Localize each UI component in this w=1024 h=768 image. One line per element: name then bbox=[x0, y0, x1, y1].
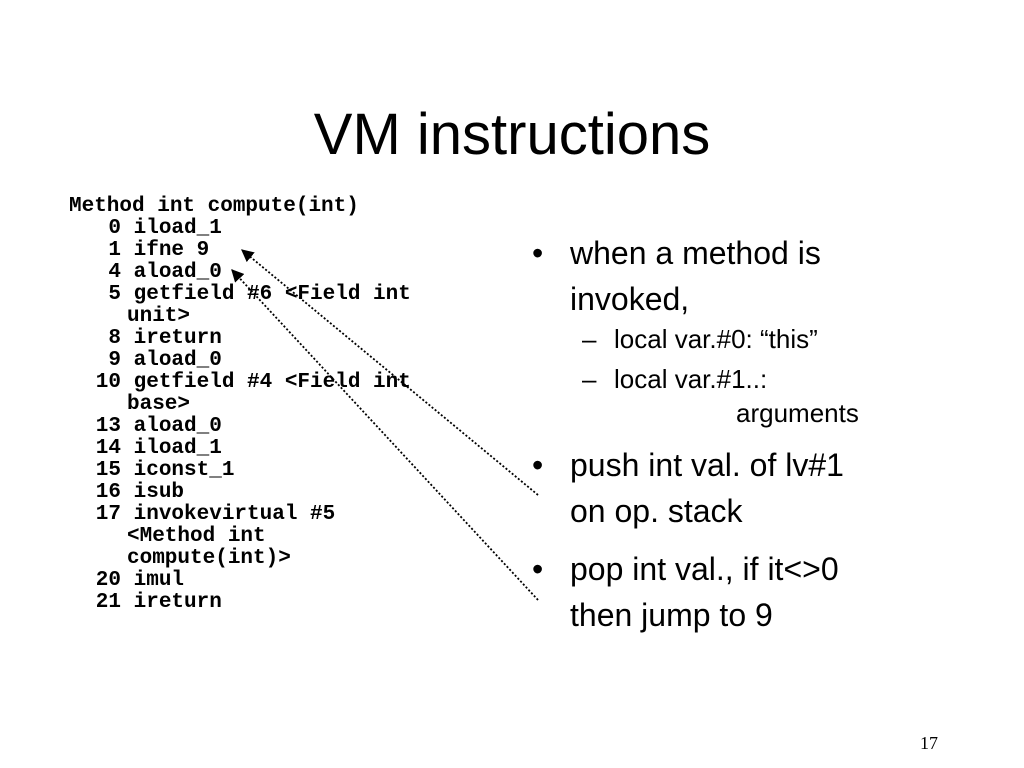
code-line: 9 aload_0 bbox=[69, 350, 411, 372]
code-offset: 13 bbox=[95, 415, 121, 438]
subbullet-local-var-0: – local var.#0: “this” bbox=[530, 322, 950, 356]
code-instruction: ifne 9 bbox=[133, 239, 210, 262]
code-offset: 1 bbox=[108, 239, 121, 262]
code-line: 8 ireturn bbox=[69, 328, 411, 350]
code-offset: 17 bbox=[95, 503, 121, 526]
code-offset: 5 bbox=[108, 283, 121, 306]
code-offset: 16 bbox=[95, 481, 121, 504]
bullet-text: when a method is bbox=[570, 235, 821, 271]
code-line: 5 getfield #6 <Field int bbox=[69, 283, 411, 306]
code-line: 4 aload_0 bbox=[69, 262, 411, 284]
subbullet-text: arguments bbox=[736, 398, 859, 428]
subbullet-marker: – bbox=[582, 324, 597, 354]
code-line: 0 iload_1 bbox=[69, 218, 411, 240]
bullet-marker: • bbox=[532, 447, 544, 483]
bullet-marker: • bbox=[532, 551, 544, 587]
subbullet-text: local var.#0: “this” bbox=[614, 324, 818, 354]
subbullet-text: local var.#1..: bbox=[614, 364, 768, 394]
slide-title: VM instructions bbox=[313, 102, 711, 167]
code-offset: 9 bbox=[108, 349, 121, 372]
bullet-list: • when a method is invoked, – local var.… bbox=[530, 230, 950, 638]
bullet-push-int: • push int val. of lv#1 on op. stack bbox=[530, 442, 950, 534]
code-line: 20 imul bbox=[69, 570, 411, 592]
code-instruction: ireturn bbox=[133, 591, 222, 614]
bullet-method-invoked: • when a method is invoked, bbox=[530, 230, 950, 322]
bullet-text: then jump to 9 bbox=[570, 597, 773, 633]
code-instruction: iload_1 bbox=[133, 437, 222, 460]
code-header: Method int compute(int) bbox=[69, 195, 359, 218]
code-line: 1 ifne 9 bbox=[69, 240, 411, 262]
code-instruction: ireturn bbox=[133, 327, 222, 350]
code-instruction: iload_1 bbox=[133, 217, 222, 240]
subbullet-local-var-1: – local var.#1..: arguments bbox=[530, 362, 950, 430]
code-line: 21 ireturn bbox=[69, 592, 411, 614]
bullet-marker: • bbox=[532, 235, 544, 271]
code-instruction: getfield #6 <Field int bbox=[133, 283, 411, 306]
code-instruction: aload_0 bbox=[133, 261, 222, 284]
code-continuation: base> bbox=[127, 393, 191, 416]
code-line: 14 iload_1 bbox=[69, 438, 411, 460]
code-instruction: imul bbox=[133, 569, 185, 592]
code-instruction: invokevirtual #5 bbox=[133, 503, 336, 526]
code-line: 16 isub bbox=[69, 482, 411, 504]
code-offset: 8 bbox=[108, 327, 121, 350]
bullet-text: on op. stack bbox=[570, 493, 743, 529]
code-continuation: compute(int)> bbox=[127, 547, 291, 570]
code-instruction: isub bbox=[133, 481, 185, 504]
bullet-text: push int val. of lv#1 bbox=[570, 447, 844, 483]
code-offset: 20 bbox=[95, 569, 121, 592]
bullet-text: pop int val., if it<>0 bbox=[570, 551, 839, 587]
bullet-text: invoked, bbox=[570, 281, 690, 317]
bullet-pop-int: • pop int val., if it<>0 then jump to 9 bbox=[530, 546, 950, 638]
code-instruction: aload_0 bbox=[133, 415, 222, 438]
bytecode-listing: Method int compute(int) 0 iload_1 1 ifne… bbox=[69, 196, 411, 614]
code-offset: 15 bbox=[95, 459, 121, 482]
code-offset: 10 bbox=[95, 371, 121, 394]
subbullet-marker: – bbox=[582, 364, 597, 394]
code-continuation: unit> bbox=[127, 305, 191, 328]
code-line: 15 iconst_1 bbox=[69, 460, 411, 482]
code-line: 10 getfield #4 <Field int bbox=[69, 372, 411, 394]
code-continuation: <Method int bbox=[127, 525, 266, 548]
slide-number: 17 bbox=[920, 733, 938, 753]
code-line: 17 invokevirtual #5 bbox=[69, 504, 411, 526]
code-offset: 14 bbox=[95, 437, 121, 460]
code-offset: 21 bbox=[95, 591, 121, 614]
code-instruction: iconst_1 bbox=[133, 459, 235, 482]
code-line: 13 aload_0 bbox=[69, 416, 411, 438]
code-offset: 0 bbox=[108, 217, 121, 240]
code-offset: 4 bbox=[108, 261, 121, 284]
code-instruction: getfield #4 <Field int bbox=[133, 371, 411, 394]
code-instruction: aload_0 bbox=[133, 349, 222, 372]
